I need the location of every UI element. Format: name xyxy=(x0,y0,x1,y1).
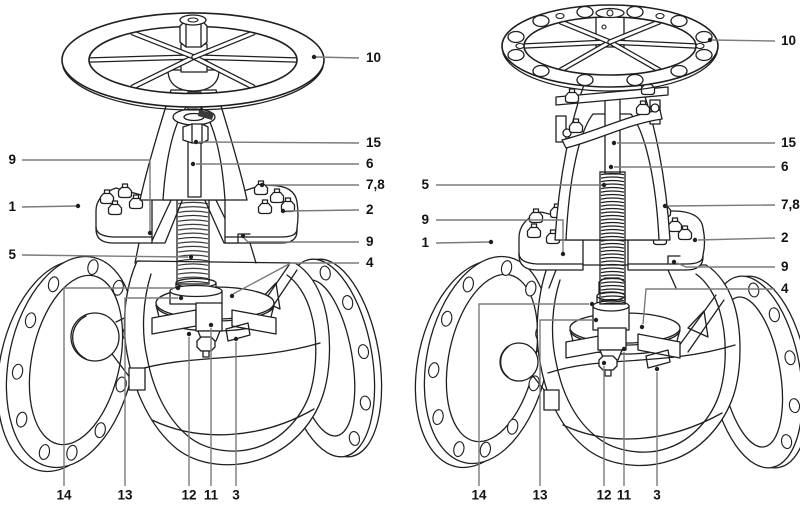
bonnet-gasket-notch xyxy=(237,233,251,244)
callout-label-right-valve-10: 10 xyxy=(781,32,797,48)
callout-label-left-valve-11: 11 xyxy=(203,487,219,503)
left-valve-threaded-stem xyxy=(176,195,210,285)
left-valve-handwheel xyxy=(61,12,325,111)
handwheel-rim xyxy=(61,12,325,108)
callout-label-right-valve-2: 2 xyxy=(781,229,789,245)
disc-guide-right-arm xyxy=(637,333,681,359)
callout-label-left-valve-3: 3 xyxy=(232,487,240,503)
callout-label-right-valve-7,8: 7,8 xyxy=(781,196,800,212)
right-valve-threaded-stem xyxy=(599,171,626,305)
callout-label-right-valve-3: 3 xyxy=(653,487,661,503)
callout-label-right-valve-9: 9 xyxy=(781,258,789,274)
callout-label-left-valve-13: 13 xyxy=(117,487,133,503)
seat-ring xyxy=(225,322,251,342)
disc-guide-right-arm xyxy=(231,309,277,335)
callout-label-right-valve-9: 9 xyxy=(421,211,429,227)
gland-lever xyxy=(561,109,663,149)
gland-nut xyxy=(182,123,209,144)
callout-label-right-valve-12: 12 xyxy=(596,487,612,503)
callout-label-left-valve-2: 2 xyxy=(366,201,374,217)
callout-label-left-valve-9: 9 xyxy=(366,233,374,249)
callout-label-left-valve-6: 6 xyxy=(366,155,374,171)
callout-label-left-valve-15: 15 xyxy=(366,134,382,150)
bonnet-gasket-notch xyxy=(667,255,681,265)
callout-label-left-valve-1: 1 xyxy=(8,198,16,214)
callout-label-right-valve-5: 5 xyxy=(421,176,429,192)
left-valve-body xyxy=(123,242,331,466)
callout-label-right-valve-1: 1 xyxy=(421,234,429,250)
callout-label-right-valve-6: 6 xyxy=(781,158,789,174)
right-valve-illustration xyxy=(414,4,800,469)
right-valve-body xyxy=(536,264,741,467)
callout-label-right-valve-13: 13 xyxy=(532,487,548,503)
callout-label-right-valve-14: 14 xyxy=(471,487,487,503)
callout-label-left-valve-10: 10 xyxy=(366,49,382,65)
callout-label-left-valve-4: 4 xyxy=(366,254,374,270)
callout-label-left-valve-9: 9 xyxy=(8,151,16,167)
callout-label-left-valve-5: 5 xyxy=(8,246,16,262)
gland-bell xyxy=(167,69,220,92)
left-valve-yoke-tower xyxy=(139,69,248,201)
handwheel-rim-lobes xyxy=(507,5,713,87)
callout-label-right-valve-15: 15 xyxy=(781,134,797,150)
disc-nut xyxy=(598,355,618,371)
disc-nut xyxy=(196,336,216,352)
callout-label-left-valve-7,8: 7,8 xyxy=(366,176,385,192)
seat-ring xyxy=(645,349,671,369)
callout-label-right-valve-4: 4 xyxy=(781,280,789,296)
callout-label-left-valve-12: 12 xyxy=(181,487,197,503)
left-valve-illustration xyxy=(0,12,383,473)
callout-label-left-valve-14: 14 xyxy=(56,487,72,503)
callout-label-right-valve-11: 11 xyxy=(616,487,632,503)
right-valve-handwheel xyxy=(501,4,719,92)
